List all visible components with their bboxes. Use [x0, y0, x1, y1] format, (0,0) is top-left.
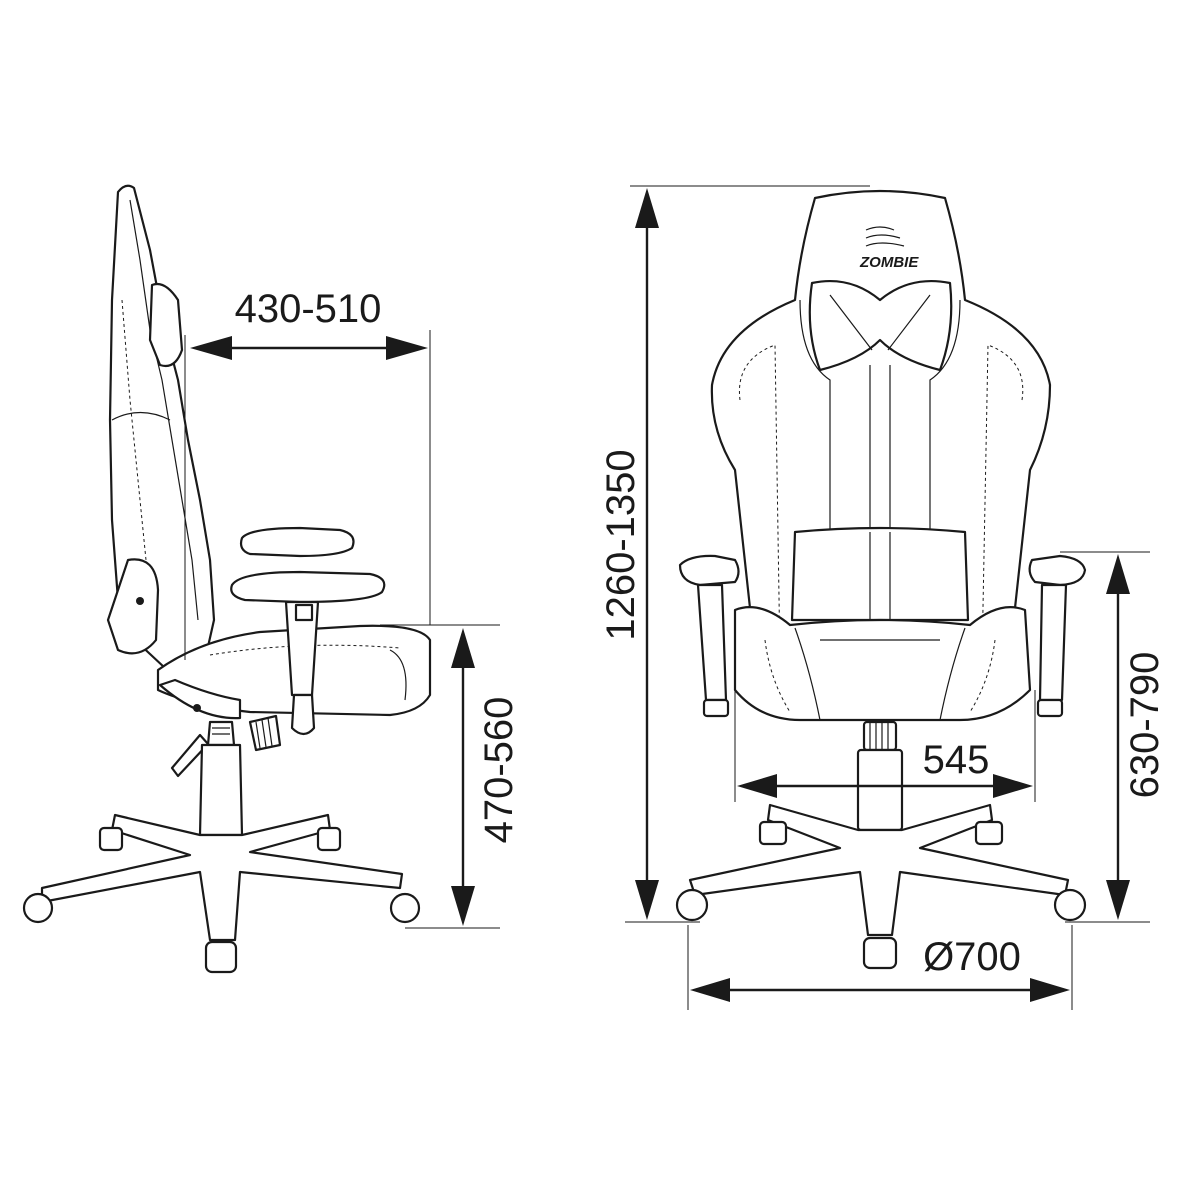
dimension-seat-width: 545 [737, 738, 1033, 798]
base-diameter-label: Ø700 [923, 935, 1021, 979]
seat-depth-label: 430-510 [235, 287, 382, 331]
dimension-base-diameter: Ø700 [690, 935, 1070, 1002]
dimension-total-height: 1260-1350 [599, 188, 659, 920]
dimension-seat-depth: 430-510 [190, 287, 428, 360]
extension-lines [184, 185, 1150, 1010]
front-caster [675, 820, 1087, 970]
side-view-chair [22, 184, 432, 974]
brand-logo: ZOMBIE [859, 254, 919, 271]
seat-height-label: 470-560 [477, 697, 521, 844]
total-height-label: 1260-1350 [599, 449, 643, 640]
side-caster [22, 826, 421, 974]
armrest-height-label: 630-790 [1123, 652, 1167, 799]
dimension-seat-height: 470-560 [451, 628, 521, 926]
seat-width-label: 545 [923, 738, 990, 782]
front-view-chair: ZOMBIE [675, 189, 1087, 970]
dimension-armrest-height: 630-790 [1106, 554, 1167, 920]
